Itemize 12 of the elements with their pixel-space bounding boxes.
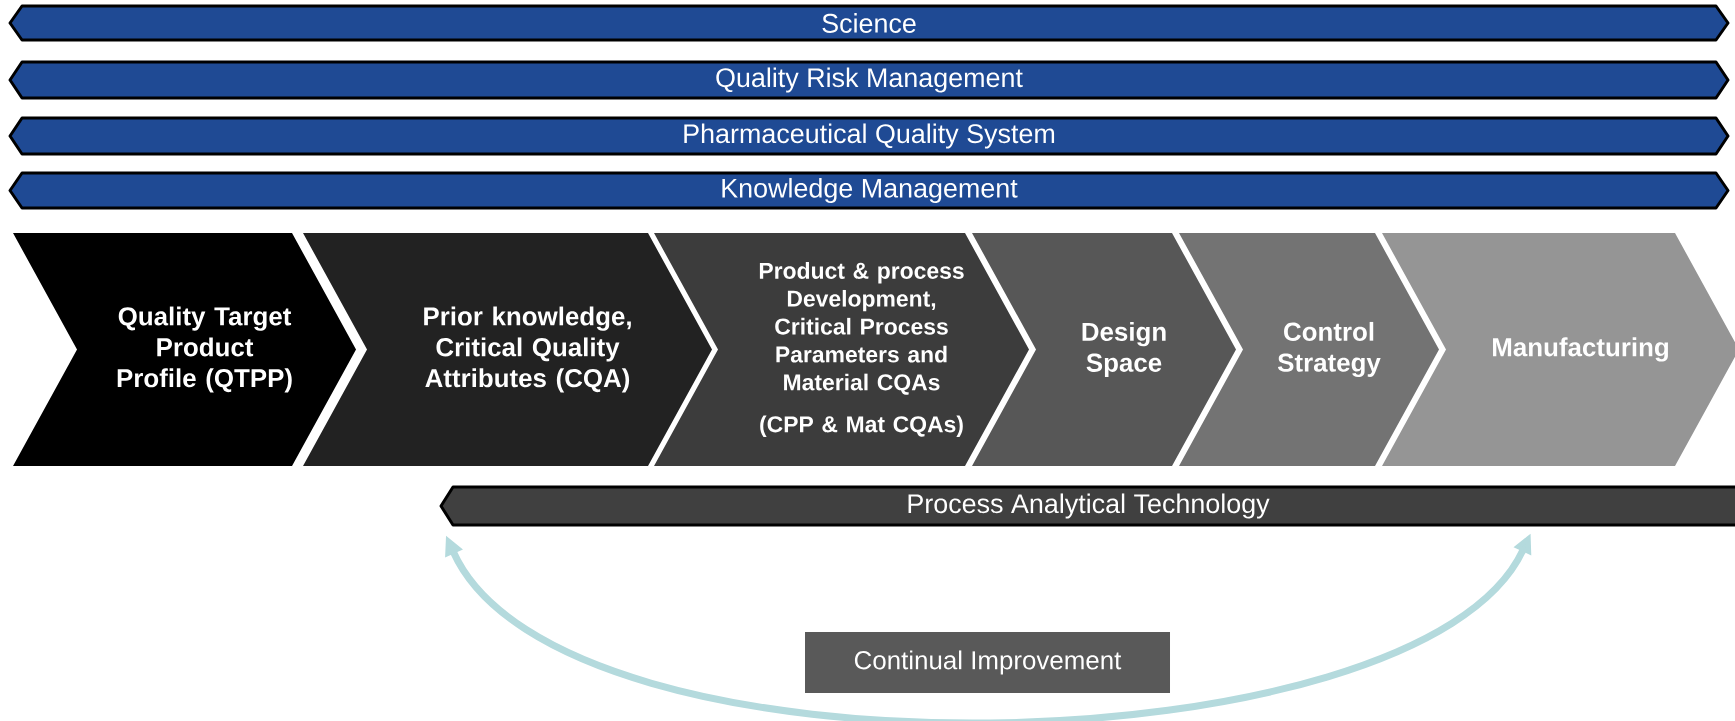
banner: Pharmaceutical Quality System: [8, 116, 1730, 156]
process-step: Design Space: [972, 233, 1236, 466]
banner: Quality Risk Management: [8, 60, 1730, 100]
process-step: Product & process Development, Critical Process Parameters and Material CQAs (CPP & Mat CQAs): [654, 233, 1029, 466]
banner: Process Analytical Technology: [439, 485, 1735, 527]
process-step: Quality Target Product Profile (QTPP): [13, 233, 356, 466]
banner: Knowledge Management: [8, 171, 1730, 210]
banner: Science: [8, 4, 1730, 42]
label-box: Continual Improvement: [805, 632, 1170, 693]
process-step: Control Strategy: [1179, 233, 1439, 466]
process-step: Prior knowledge, Critical Quality Attributes (CQA): [303, 233, 712, 466]
process-step: Manufacturing: [1382, 233, 1735, 466]
